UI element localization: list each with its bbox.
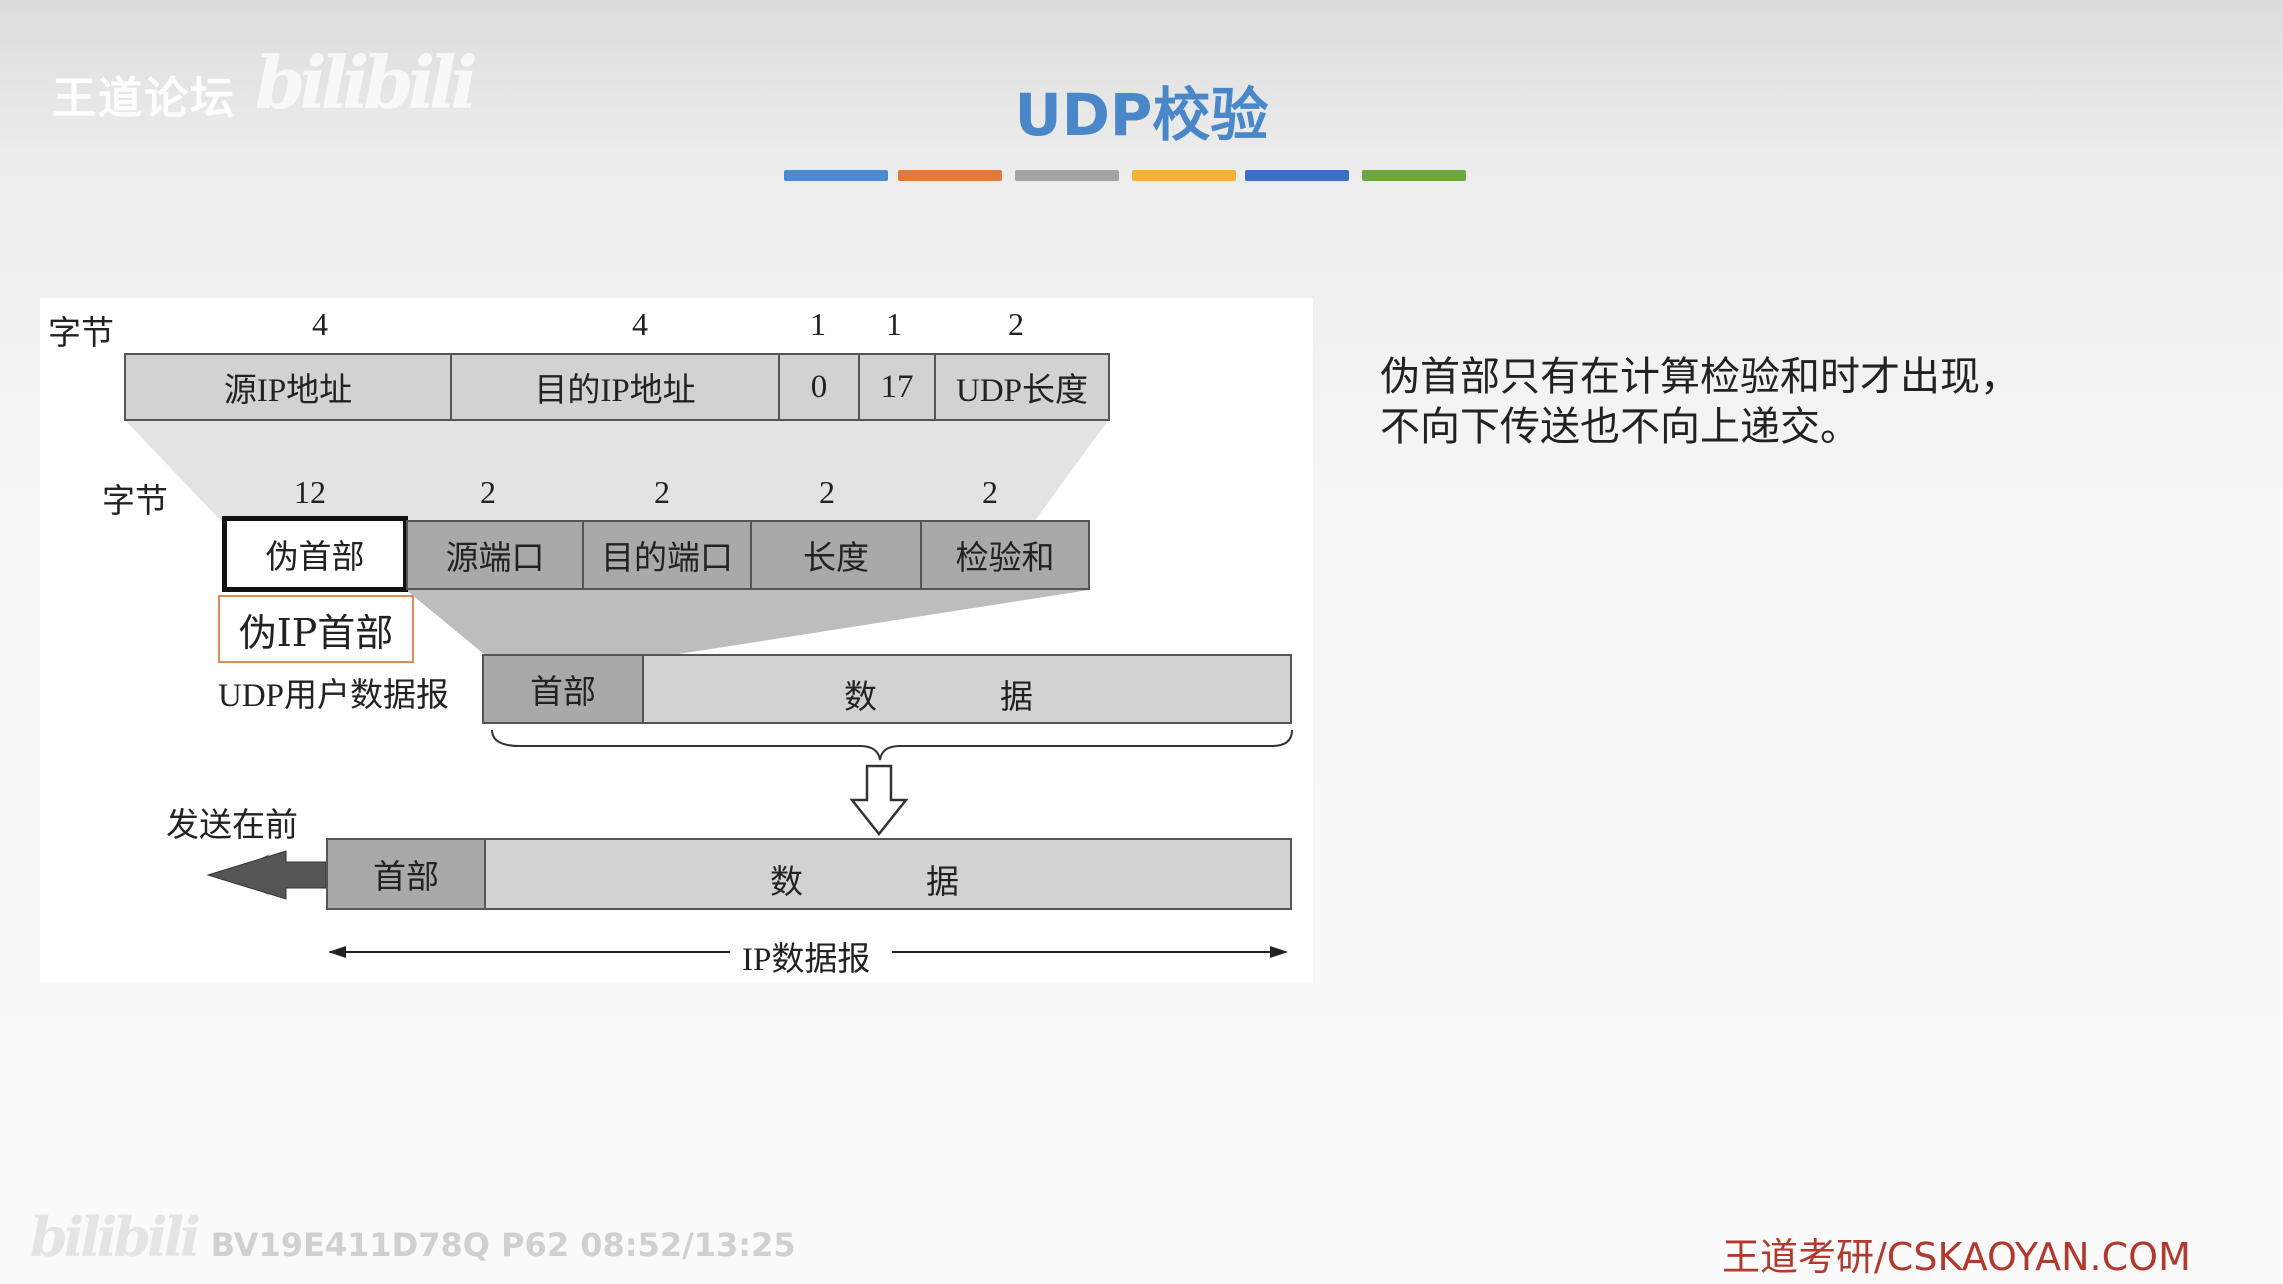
udp-field-src-port: 源端口 — [406, 520, 584, 590]
ip-data-char-2: 据 — [926, 865, 959, 901]
ip-size-5: 2 — [1008, 306, 1024, 342]
pseudo-ip-header-label: 伪IP首部 — [218, 595, 414, 663]
ip-field-udp-length: UDP长度 — [934, 353, 1110, 421]
udp-field-pseudo-header: 伪首部 — [222, 516, 408, 592]
udp-field-dst-port: 目的端口 — [582, 520, 752, 590]
byte-label-2: 字节 — [102, 484, 168, 520]
ip-datagram-span-label: IP数据报 — [736, 932, 877, 980]
udp-datagram-data: 数 据 — [642, 654, 1292, 724]
forum-watermark: 王道论坛 — [52, 73, 236, 124]
page-title: UDP校验 — [1014, 81, 1269, 149]
udp-size-1: 12 — [294, 474, 326, 510]
udp-datagram-header: 首部 — [482, 654, 644, 724]
udp-checksum-diagram: 字节 4 4 1 1 2 源IP地址 目的IP地址 0 17 UDP长度 字节 … — [40, 298, 1313, 983]
ip-datagram-data: 数 据 — [484, 838, 1292, 910]
udp-data-char-2: 据 — [1000, 680, 1033, 716]
byte-label-1: 字节 — [48, 316, 114, 352]
ip-size-2: 4 — [632, 306, 648, 342]
udp-size-4: 2 — [819, 474, 835, 510]
site-footer: 王道考研/CSKAOYAN.COM — [1722, 1235, 2191, 1279]
udp-size-3: 2 — [654, 474, 670, 510]
explanation-line-2: 不向下传送也不向上递交。 — [1380, 404, 1860, 450]
udp-data-char-1: 数 — [844, 680, 877, 716]
udp-field-length: 长度 — [750, 520, 922, 590]
bilibili-small-logo-icon: bilibili — [30, 1205, 201, 1269]
explanation-line-1: 伪首部只有在计算检验和时才出现， — [1380, 354, 2020, 400]
color-bar-1 — [784, 170, 888, 181]
send-first-label: 发送在前 — [166, 808, 298, 844]
color-bar-2 — [898, 170, 1002, 181]
color-bar-4 — [1132, 170, 1236, 181]
video-info-text: BV19E411D78Q P62 08:52/13:25 — [210, 1226, 796, 1264]
ip-size-4: 1 — [886, 306, 902, 342]
ip-field-dst: 目的IP地址 — [450, 353, 780, 421]
ip-datagram-header: 首部 — [326, 838, 486, 910]
ip-field-src: 源IP地址 — [124, 353, 452, 421]
color-bar-5 — [1245, 170, 1349, 181]
ip-size-1: 4 — [312, 306, 328, 342]
ip-field-zero: 0 — [778, 353, 860, 421]
ip-data-char-1: 数 — [770, 865, 803, 901]
udp-size-2: 2 — [480, 474, 496, 510]
ip-field-protocol: 17 — [858, 353, 936, 421]
ip-size-3: 1 — [810, 306, 826, 342]
color-bar-3 — [1015, 170, 1119, 181]
color-bar-6 — [1362, 170, 1466, 181]
expansion-shapes — [124, 419, 1293, 958]
explanation-text: 伪首部只有在计算检验和时才出现， 不向下传送也不向上递交。 — [1380, 352, 2020, 452]
udp-size-5: 2 — [982, 474, 998, 510]
udp-field-checksum: 检验和 — [920, 520, 1090, 590]
udp-datagram-label: UDP用户数据报 — [218, 678, 450, 714]
